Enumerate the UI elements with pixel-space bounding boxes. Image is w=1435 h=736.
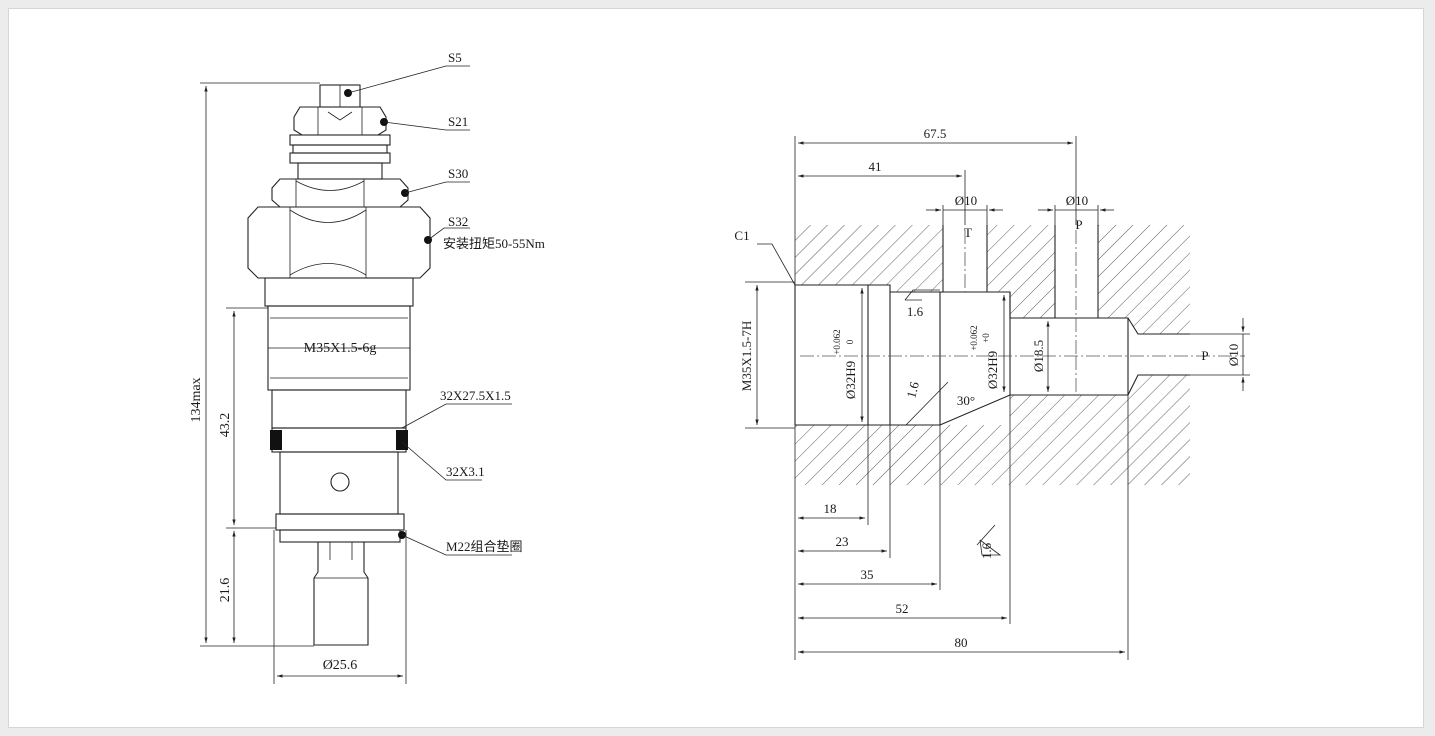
cavity-section (745, 136, 1250, 660)
dim-80: 80 (955, 635, 968, 650)
port-p-top-label: P (1075, 217, 1082, 232)
roughness-2: 1.6 (903, 380, 922, 400)
dim-23: 23 (836, 534, 849, 549)
dim-overall-length: 134max (189, 377, 204, 422)
drawing-frame (8, 8, 1424, 728)
roughness-3: 1.6 (979, 542, 994, 559)
dim-p-port-diameter: Ø10 (1066, 193, 1088, 208)
roughness-1: 1.6 (907, 304, 924, 319)
bore2-tolerance: +0.062 (969, 325, 979, 350)
dim-18-5: Ø18.5 (1031, 340, 1046, 372)
angle-label: 30° (957, 393, 975, 408)
port-p-side-label: P (1201, 348, 1208, 363)
dim-67-5: 67.5 (924, 126, 947, 141)
callout-s21: S21 (448, 114, 468, 129)
callout-s30: S30 (448, 166, 468, 181)
port-t-label: T (964, 225, 972, 240)
callout-backup-ring: 32X27.5X1.5 (440, 388, 511, 403)
bore1-tolerance-low: 0 (845, 339, 855, 344)
dim-upper-length: 43.2 (218, 413, 233, 438)
dim-lower-length: 21.6 (218, 578, 233, 603)
callout-s32: S32 (448, 214, 468, 229)
dim-18: 18 (824, 501, 837, 516)
dim-t-port-diameter: Ø10 (955, 193, 977, 208)
valve-thread-label: M35X1.5-6g (304, 341, 377, 356)
dim-side-diameter: Ø10 (1226, 344, 1241, 366)
chamfer-label: C1 (734, 228, 749, 243)
bore2-label: Ø32H9 (985, 351, 1000, 389)
callout-torque: 安装扭矩50-55Nm (443, 236, 545, 251)
callout-oring: 32X3.1 (446, 464, 485, 479)
dim-41: 41 (869, 159, 882, 174)
bore2-tolerance-low: +0 (981, 333, 991, 343)
dim-52: 52 (896, 601, 909, 616)
bore1-label: Ø32H9 (843, 361, 858, 399)
callout-s5: S5 (448, 50, 462, 65)
callout-washer: M22组合垫圈 (446, 539, 523, 554)
bore1-tolerance: +0.062 (832, 329, 842, 354)
cavity-thread-label: M35X1.5-7H (739, 321, 754, 391)
cartridge-valve (200, 65, 512, 684)
dim-valve-diameter: Ø25.6 (323, 658, 358, 673)
dim-35: 35 (861, 567, 874, 582)
